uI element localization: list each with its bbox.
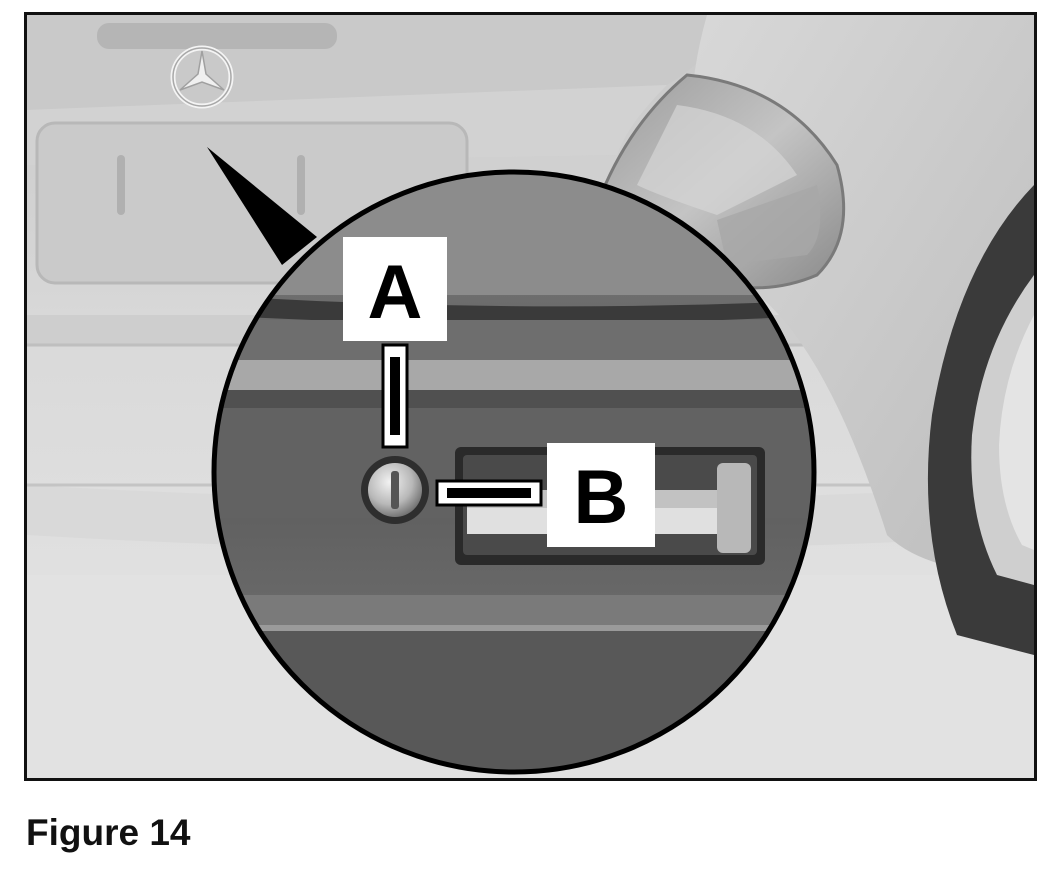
figure-frame: A B xyxy=(24,12,1037,781)
lock-cylinder-icon xyxy=(361,456,429,524)
callout-b: B xyxy=(547,443,655,547)
illustration: A B xyxy=(27,15,1034,778)
figure-caption: Figure 14 xyxy=(26,812,191,853)
brake-light-strip xyxy=(97,23,337,49)
callout-a: A xyxy=(343,237,447,341)
callout-a-label: A xyxy=(368,250,423,335)
zoom-pointer xyxy=(207,147,317,265)
rear-wheel xyxy=(927,185,1034,655)
star-emblem-icon xyxy=(170,45,234,109)
callout-b-label: B xyxy=(574,455,629,540)
